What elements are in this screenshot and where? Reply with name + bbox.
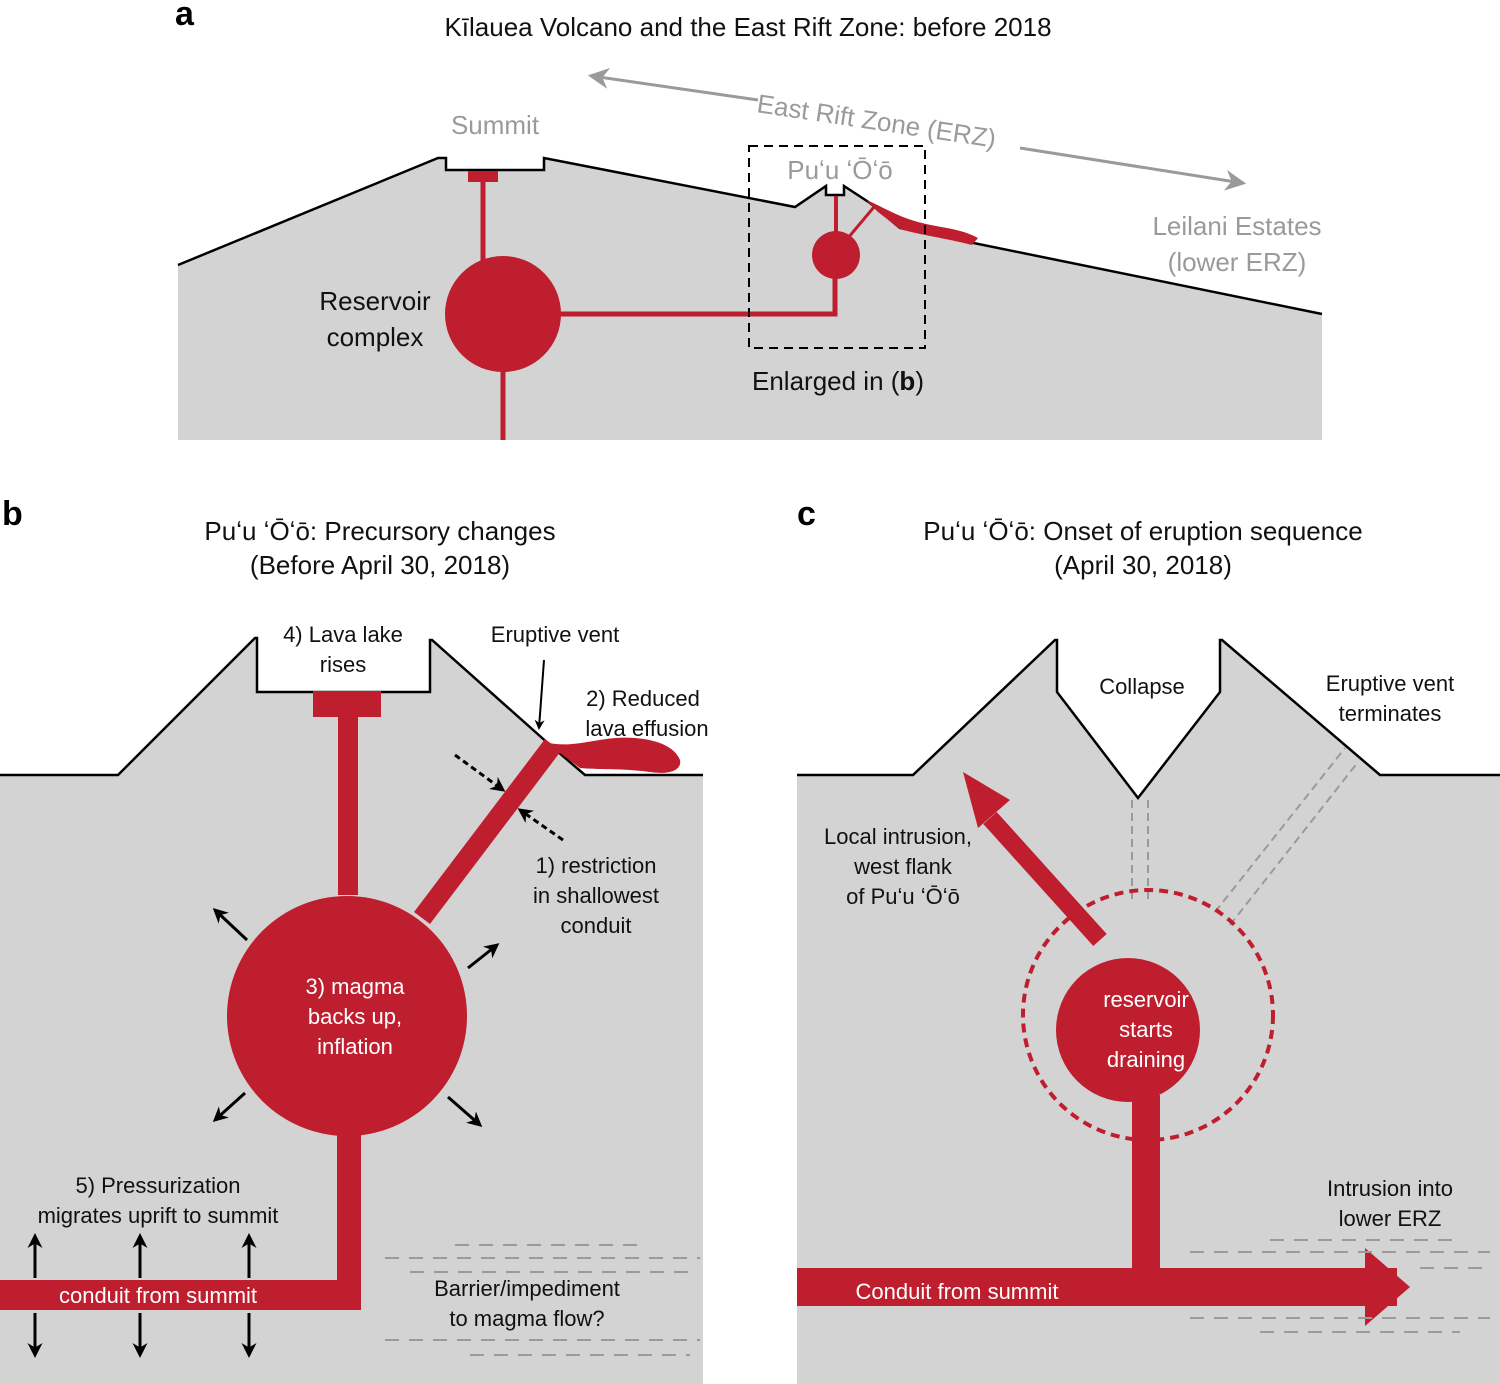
pressurization-label-2: migrates uprift to summit	[38, 1203, 279, 1228]
vent-terminates-label-2: terminates	[1339, 701, 1442, 726]
conduit-label-c: Conduit from summit	[856, 1279, 1059, 1304]
panel-c-letter: c	[797, 495, 816, 533]
reservoir-draining-label-1: reservoir	[1103, 987, 1189, 1012]
barrier-label-2: to magma flow?	[449, 1306, 604, 1331]
shallow-conduit-b	[414, 738, 561, 925]
magma-backs-label-1: 3) magma	[305, 974, 405, 999]
enlarged-box	[748, 145, 926, 349]
reservoir-draining-label-2: starts	[1119, 1017, 1173, 1042]
local-intrusion-arrowhead	[963, 772, 1010, 828]
lower-erz-label-2: lower ERZ	[1339, 1206, 1442, 1231]
barrier-dashes-c	[1190, 1239, 1490, 1333]
lava-lake-b	[313, 691, 381, 717]
restriction-label-1: 1) restriction	[535, 853, 656, 878]
barrier-dashes-b	[385, 1244, 700, 1356]
lava-flow-b	[545, 737, 681, 773]
puu-oo-reservoir	[812, 231, 860, 279]
panel-a-letter: a	[175, 0, 195, 33]
conduit-from-summit-c	[797, 1268, 1397, 1306]
panel-b: b Puʻu ʻŌʻō: Precursory changes (Before …	[0, 495, 709, 1384]
restriction-label-3: conduit	[561, 913, 632, 938]
inflation-arrow-se	[447, 1095, 483, 1127]
panel-b-title-2: (Before April 30, 2018)	[250, 550, 510, 580]
volcano-surface-line	[177, 156, 1323, 316]
erz-arrow-left	[587, 68, 759, 102]
panel-c: c Puʻu ʻŌʻō: Onset of eruption sequence …	[797, 495, 1500, 1384]
erz-label: East Rift Zone (ERZ)	[755, 88, 998, 153]
lava-flow	[866, 200, 978, 245]
ghost-conduits	[1131, 747, 1359, 926]
inflation-arrow-ne	[467, 943, 500, 970]
cone-c-outline	[797, 638, 1500, 801]
puu-oo-label: Puʻu ʻŌʻō	[787, 155, 893, 185]
reservoir-b	[227, 896, 467, 1136]
conduit-from-summit-b	[0, 1280, 361, 1310]
reservoir-label-2: complex	[327, 322, 424, 352]
enlarged-label: Enlarged in (b)	[752, 366, 924, 396]
lower-erz-label-1: Intrusion into	[1327, 1176, 1453, 1201]
summit-label: Summit	[451, 110, 540, 140]
lower-erz-arrowhead	[1365, 1248, 1410, 1326]
eruptive-vent-pointer	[534, 659, 545, 730]
restriction-label-2: in shallowest	[533, 883, 659, 908]
lava-lake-label-1: 4) Lava lake	[283, 622, 403, 647]
barrier-label-1: Barrier/impediment	[434, 1276, 620, 1301]
summit-conduit-b	[338, 715, 358, 895]
eruptive-vent-conduit	[846, 206, 876, 239]
lava-lake-label-2: rises	[320, 652, 366, 677]
reduced-effusion-label-1: 2) Reduced	[586, 686, 700, 711]
cone-b-outline	[0, 636, 703, 777]
local-intrusion-conduit	[983, 811, 1107, 947]
magma-backs-label-3: inflation	[317, 1034, 393, 1059]
panel-a: a Kīlauea Volcano and the East Rift Zone…	[175, 0, 1323, 440]
panel-b-letter: b	[2, 495, 23, 533]
reservoir-label-1: Reservoir	[319, 286, 431, 316]
vent-terminates-label-1: Eruptive vent	[1326, 671, 1454, 696]
inflation-arrow-sw	[212, 1091, 247, 1123]
panel-c-title-1: Puʻu ʻŌʻō: Onset of eruption sequence	[923, 516, 1362, 546]
rift-conduit	[555, 278, 838, 317]
conduit-label-b: conduit from summit	[59, 1283, 257, 1308]
lower-conduit-c	[1132, 1095, 1160, 1295]
inflation-arrow-nw	[212, 907, 249, 942]
leilani-label-2: (lower ERZ)	[1168, 247, 1307, 277]
eruptive-vent-label: Eruptive vent	[491, 622, 619, 647]
panel-c-title-2: (April 30, 2018)	[1054, 550, 1232, 580]
local-intrusion-label-2: west flank	[853, 854, 953, 879]
reservoir-c	[1056, 958, 1200, 1102]
panel-b-title-1: Puʻu ʻŌʻō: Precursory changes	[204, 516, 555, 546]
reduced-effusion-label-2: lava effusion	[585, 716, 708, 741]
collapse-label: Collapse	[1099, 674, 1185, 699]
erz-arrow-right	[1019, 146, 1247, 191]
summit-lava-lake	[468, 171, 498, 182]
magma-backs-label-2: backs up,	[308, 1004, 402, 1029]
pressurization-label-1: 5) Pressurization	[75, 1173, 240, 1198]
panel-a-title: Kīlauea Volcano and the East Rift Zone: …	[444, 12, 1051, 42]
reservoir-draining-label-3: draining	[1107, 1047, 1185, 1072]
local-intrusion-label-3: of Puʻu ʻŌʻō	[846, 884, 960, 909]
reservoir-complex	[445, 256, 561, 372]
restriction-arrow-lower	[517, 808, 564, 842]
local-intrusion-label-1: Local intrusion,	[824, 824, 972, 849]
leilani-label-1: Leilani Estates	[1152, 211, 1321, 241]
